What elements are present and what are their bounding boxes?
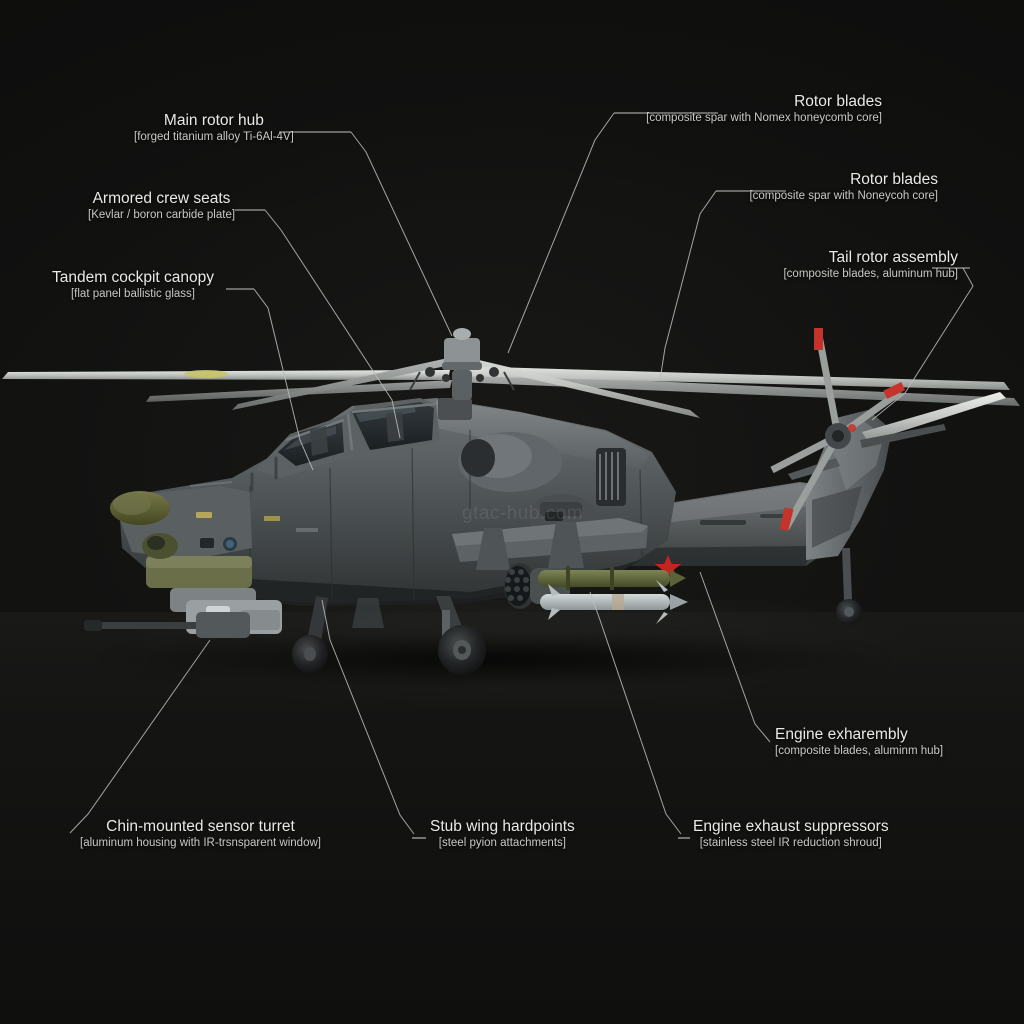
callout-rotor-blades-upper: Rotor blades [composite spar with Nomex h… xyxy=(646,93,882,125)
main-rotor-blades xyxy=(2,356,1020,418)
callout-tail-rotor-assembly: Tail rotor assembly [composite blades, al… xyxy=(783,249,958,281)
tail-rotor-assembly xyxy=(770,328,906,531)
callout-title: Engine exharembly xyxy=(775,726,908,743)
callout-title: Engine exhaust suppressors xyxy=(693,818,889,835)
callout-main-rotor-hub: Main rotor hub [forged titanium alloy Ti-… xyxy=(134,112,294,144)
callout-spec: [composite blades, aluminum hub] xyxy=(783,268,958,280)
callout-engine-exhaust-assembly: Engine exharembly [composite blades, alum… xyxy=(775,726,943,758)
callout-spec: [Kevlar / boron carbide plate] xyxy=(88,209,236,221)
callout-title: Tandem cockpit canopy xyxy=(52,269,214,286)
red-star-insignia xyxy=(654,555,682,580)
callout-armored-crew-seats: Armored crew seats [Kevlar / boron carbid… xyxy=(88,190,235,222)
callout-spec: [forged titanium alloy Ti-6Al-4V] xyxy=(134,131,294,143)
stub-wing-hardpoints xyxy=(452,518,688,624)
missile-olive xyxy=(538,566,686,590)
callout-spec: [composite spar with Nomex honeycomb cor… xyxy=(646,112,882,124)
callout-title: Rotor blades xyxy=(850,171,938,188)
nose-section xyxy=(84,486,282,638)
callout-spec: [flat panel ballistic glass] xyxy=(70,288,195,300)
callout-title: Tail rotor assembly xyxy=(828,249,958,266)
callout-spec: [aluminum housing with IR-trsnsparent wi… xyxy=(80,837,321,849)
callout-title: Chin-mounted sensor turret xyxy=(106,818,295,835)
chin-cannon xyxy=(84,612,250,638)
callout-engine-exhaust-suppressors: Engine exhaust suppressors [stainless ste… xyxy=(693,818,889,850)
callout-spec: [stainless steel IR reduction shroud] xyxy=(699,837,882,849)
callout-title: Stub wing hardpoints xyxy=(430,818,575,835)
tail-fin xyxy=(788,392,1006,560)
callout-chin-mounted-sensor-turret: Chin-mounted sensor turret [aluminum hous… xyxy=(80,818,321,850)
callout-spec: [composite spar with Noneycoh core] xyxy=(749,190,938,202)
callout-spec: [composite blades, aluminm hub] xyxy=(775,745,944,757)
callout-title: Rotor blades xyxy=(794,93,882,110)
callout-title: Armored crew seats xyxy=(92,190,231,207)
callout-tandem-cockpit-canopy: Tandem cockpit canopy [flat panel ballist… xyxy=(52,269,214,301)
callout-title: Main rotor hub xyxy=(163,112,264,129)
main-rotor-hub xyxy=(409,328,515,420)
callout-spec: [steel pyion attachments] xyxy=(438,837,566,849)
callout-stub-wing-hardpoints: Stub wing hardpoints [steel pyion attachm… xyxy=(430,818,575,850)
callout-rotor-blades-lower: Rotor blades [composite spar with Noneyco… xyxy=(749,171,938,203)
